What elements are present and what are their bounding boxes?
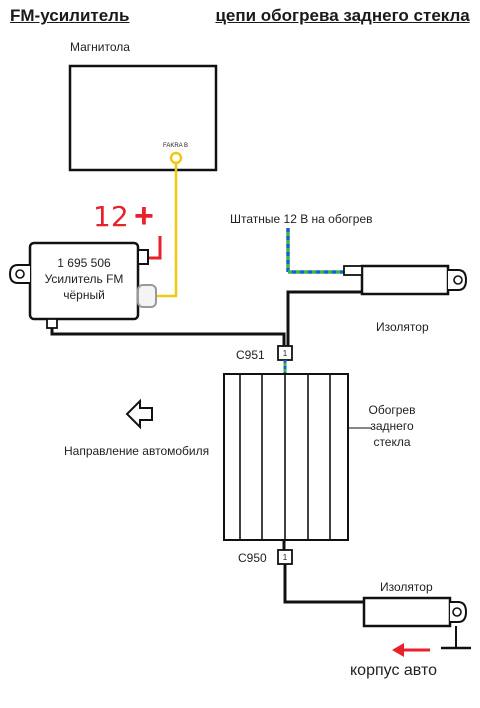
heater-label-line-3: стекла bbox=[373, 435, 411, 449]
ground-icon bbox=[441, 626, 471, 650]
amplifier-label: 1 695 506 Усилитель FM чёрный bbox=[30, 255, 138, 303]
plus-annotation: + bbox=[134, 197, 154, 235]
insulator-bottom-label: Изолятор bbox=[380, 580, 433, 594]
fakra-connector-icon bbox=[169, 151, 183, 165]
amplifier-color: чёрный bbox=[63, 288, 105, 302]
amplifier-fm-connector bbox=[137, 284, 157, 308]
radio-label: Магнитола bbox=[70, 40, 130, 54]
c951-pin: 1 bbox=[282, 349, 288, 358]
ground-arrow-icon bbox=[392, 643, 430, 657]
voltage-annotation: 12 bbox=[93, 200, 129, 233]
insulator-top-box bbox=[360, 264, 450, 296]
title-part-1: FM-усилитель bbox=[10, 6, 130, 25]
antenna-wire bbox=[157, 163, 178, 298]
c950-pin: 1 bbox=[282, 553, 288, 562]
power-wire-red bbox=[148, 236, 162, 260]
c950-label: C950 bbox=[238, 551, 267, 565]
heater-to-insulator-wire bbox=[286, 290, 362, 346]
stock-12v-label: Штатные 12 В на обогрев bbox=[230, 212, 373, 226]
ground-label: корпус авто bbox=[350, 662, 437, 679]
amplifier-output-connector bbox=[46, 318, 58, 329]
heater-label-line-1: Обогрев bbox=[368, 403, 416, 417]
fakra-label: FAKRA B bbox=[163, 143, 189, 149]
amplifier-power-connector bbox=[137, 249, 149, 265]
stock-12v-wire-blue bbox=[286, 228, 352, 274]
amplifier-name: Усилитель FM bbox=[44, 272, 124, 286]
stock-12v-wire-green bbox=[286, 228, 352, 274]
direction-arrow-icon bbox=[125, 398, 153, 430]
amplifier-to-heater-wire bbox=[50, 328, 286, 346]
heater-label: Обогрев заднего стекла bbox=[362, 402, 422, 450]
c951-label: C951 bbox=[236, 348, 265, 362]
insulator-top-pin bbox=[343, 265, 363, 276]
heater-grid bbox=[223, 373, 349, 541]
heater-to-ground-wire bbox=[283, 564, 364, 604]
insulator-bottom-box bbox=[362, 596, 452, 628]
page-title: FM-усилитель цепи обогрева заднего стекла bbox=[10, 6, 470, 26]
amplifier-part-number: 1 695 506 bbox=[57, 256, 111, 270]
title-part-2: цепи обогрева заднего стекла bbox=[215, 6, 470, 25]
insulator-top-label: Изолятор bbox=[376, 320, 429, 334]
radio-box bbox=[68, 64, 218, 172]
heater-label-line-2: заднего bbox=[370, 419, 414, 433]
direction-label: Направление автомобиля bbox=[64, 444, 210, 458]
